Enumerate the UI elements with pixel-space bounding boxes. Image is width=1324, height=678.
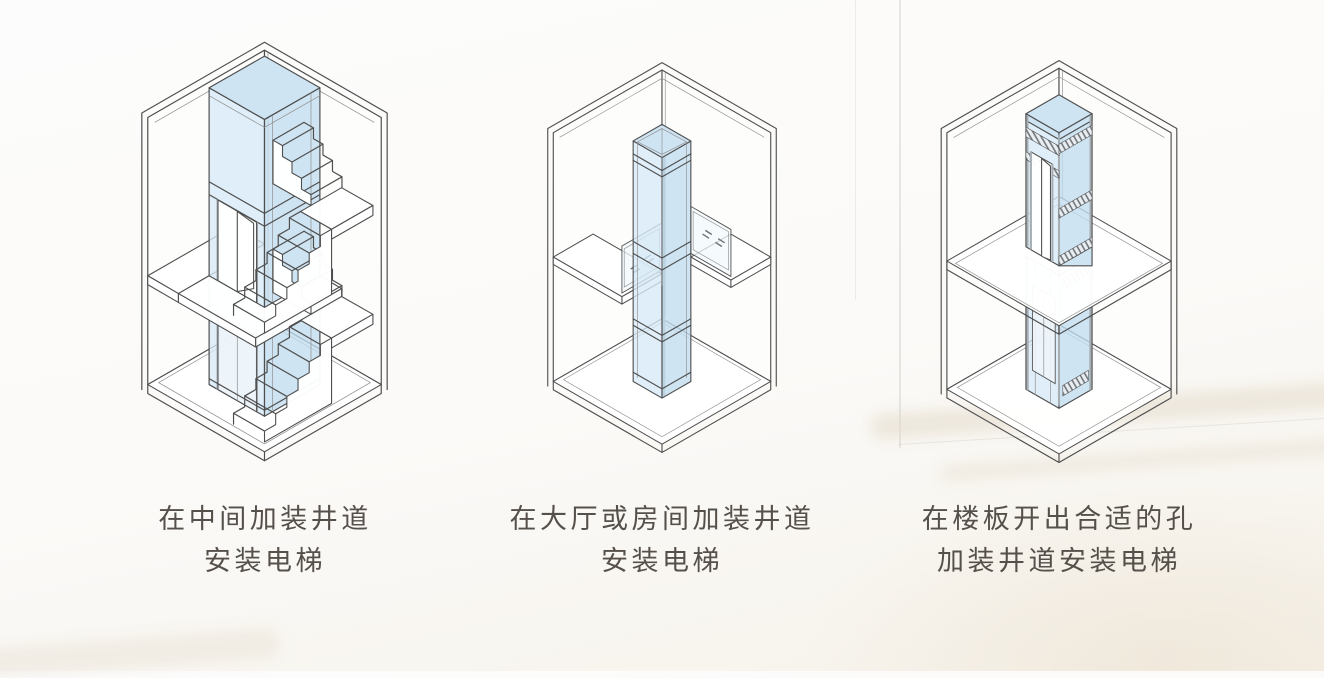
caption-2-line-2: 安装电梯 <box>601 546 723 576</box>
caption-3-line-1: 在楼板开出合适的孔 <box>921 504 1197 534</box>
caption-1-line-2: 安装电梯 <box>204 546 326 576</box>
caption-1-line-1: 在中间加装井道 <box>158 504 372 534</box>
elevator-shaft <box>208 55 321 417</box>
right-mid-floor-plate <box>690 205 772 288</box>
elevator-cab <box>1025 94 1093 267</box>
figure-shaft-in-hall <box>533 55 791 461</box>
caption-1: 在中间加装井道 安装电梯 <box>65 498 465 582</box>
background-wall-seam-left <box>855 0 856 300</box>
caption-2: 在大厅或房间加装井道 安装电梯 <box>462 498 862 582</box>
iso-diagram-shaft-in-hall <box>547 62 777 453</box>
caption-3: 在楼板开出合适的孔 加装井道安装电梯 <box>859 498 1259 582</box>
background-wall-seam-right <box>899 0 901 448</box>
caption-2-line-1: 在大厅或房间加装井道 <box>509 504 815 534</box>
elevator-shaft <box>632 123 692 399</box>
open-door-leaf <box>1041 157 1051 261</box>
figure-shaft-between-stairs <box>126 34 403 470</box>
caption-3-line-2: 加装井道安装电梯 <box>937 546 1181 576</box>
iso-diagram-shaft-through-floor <box>940 60 1178 464</box>
iso-diagram-shaft-between-stairs <box>141 41 388 462</box>
open-door-leaf <box>236 210 255 293</box>
figure-shaft-through-floor <box>926 53 1192 471</box>
upper-staircase <box>232 121 374 334</box>
